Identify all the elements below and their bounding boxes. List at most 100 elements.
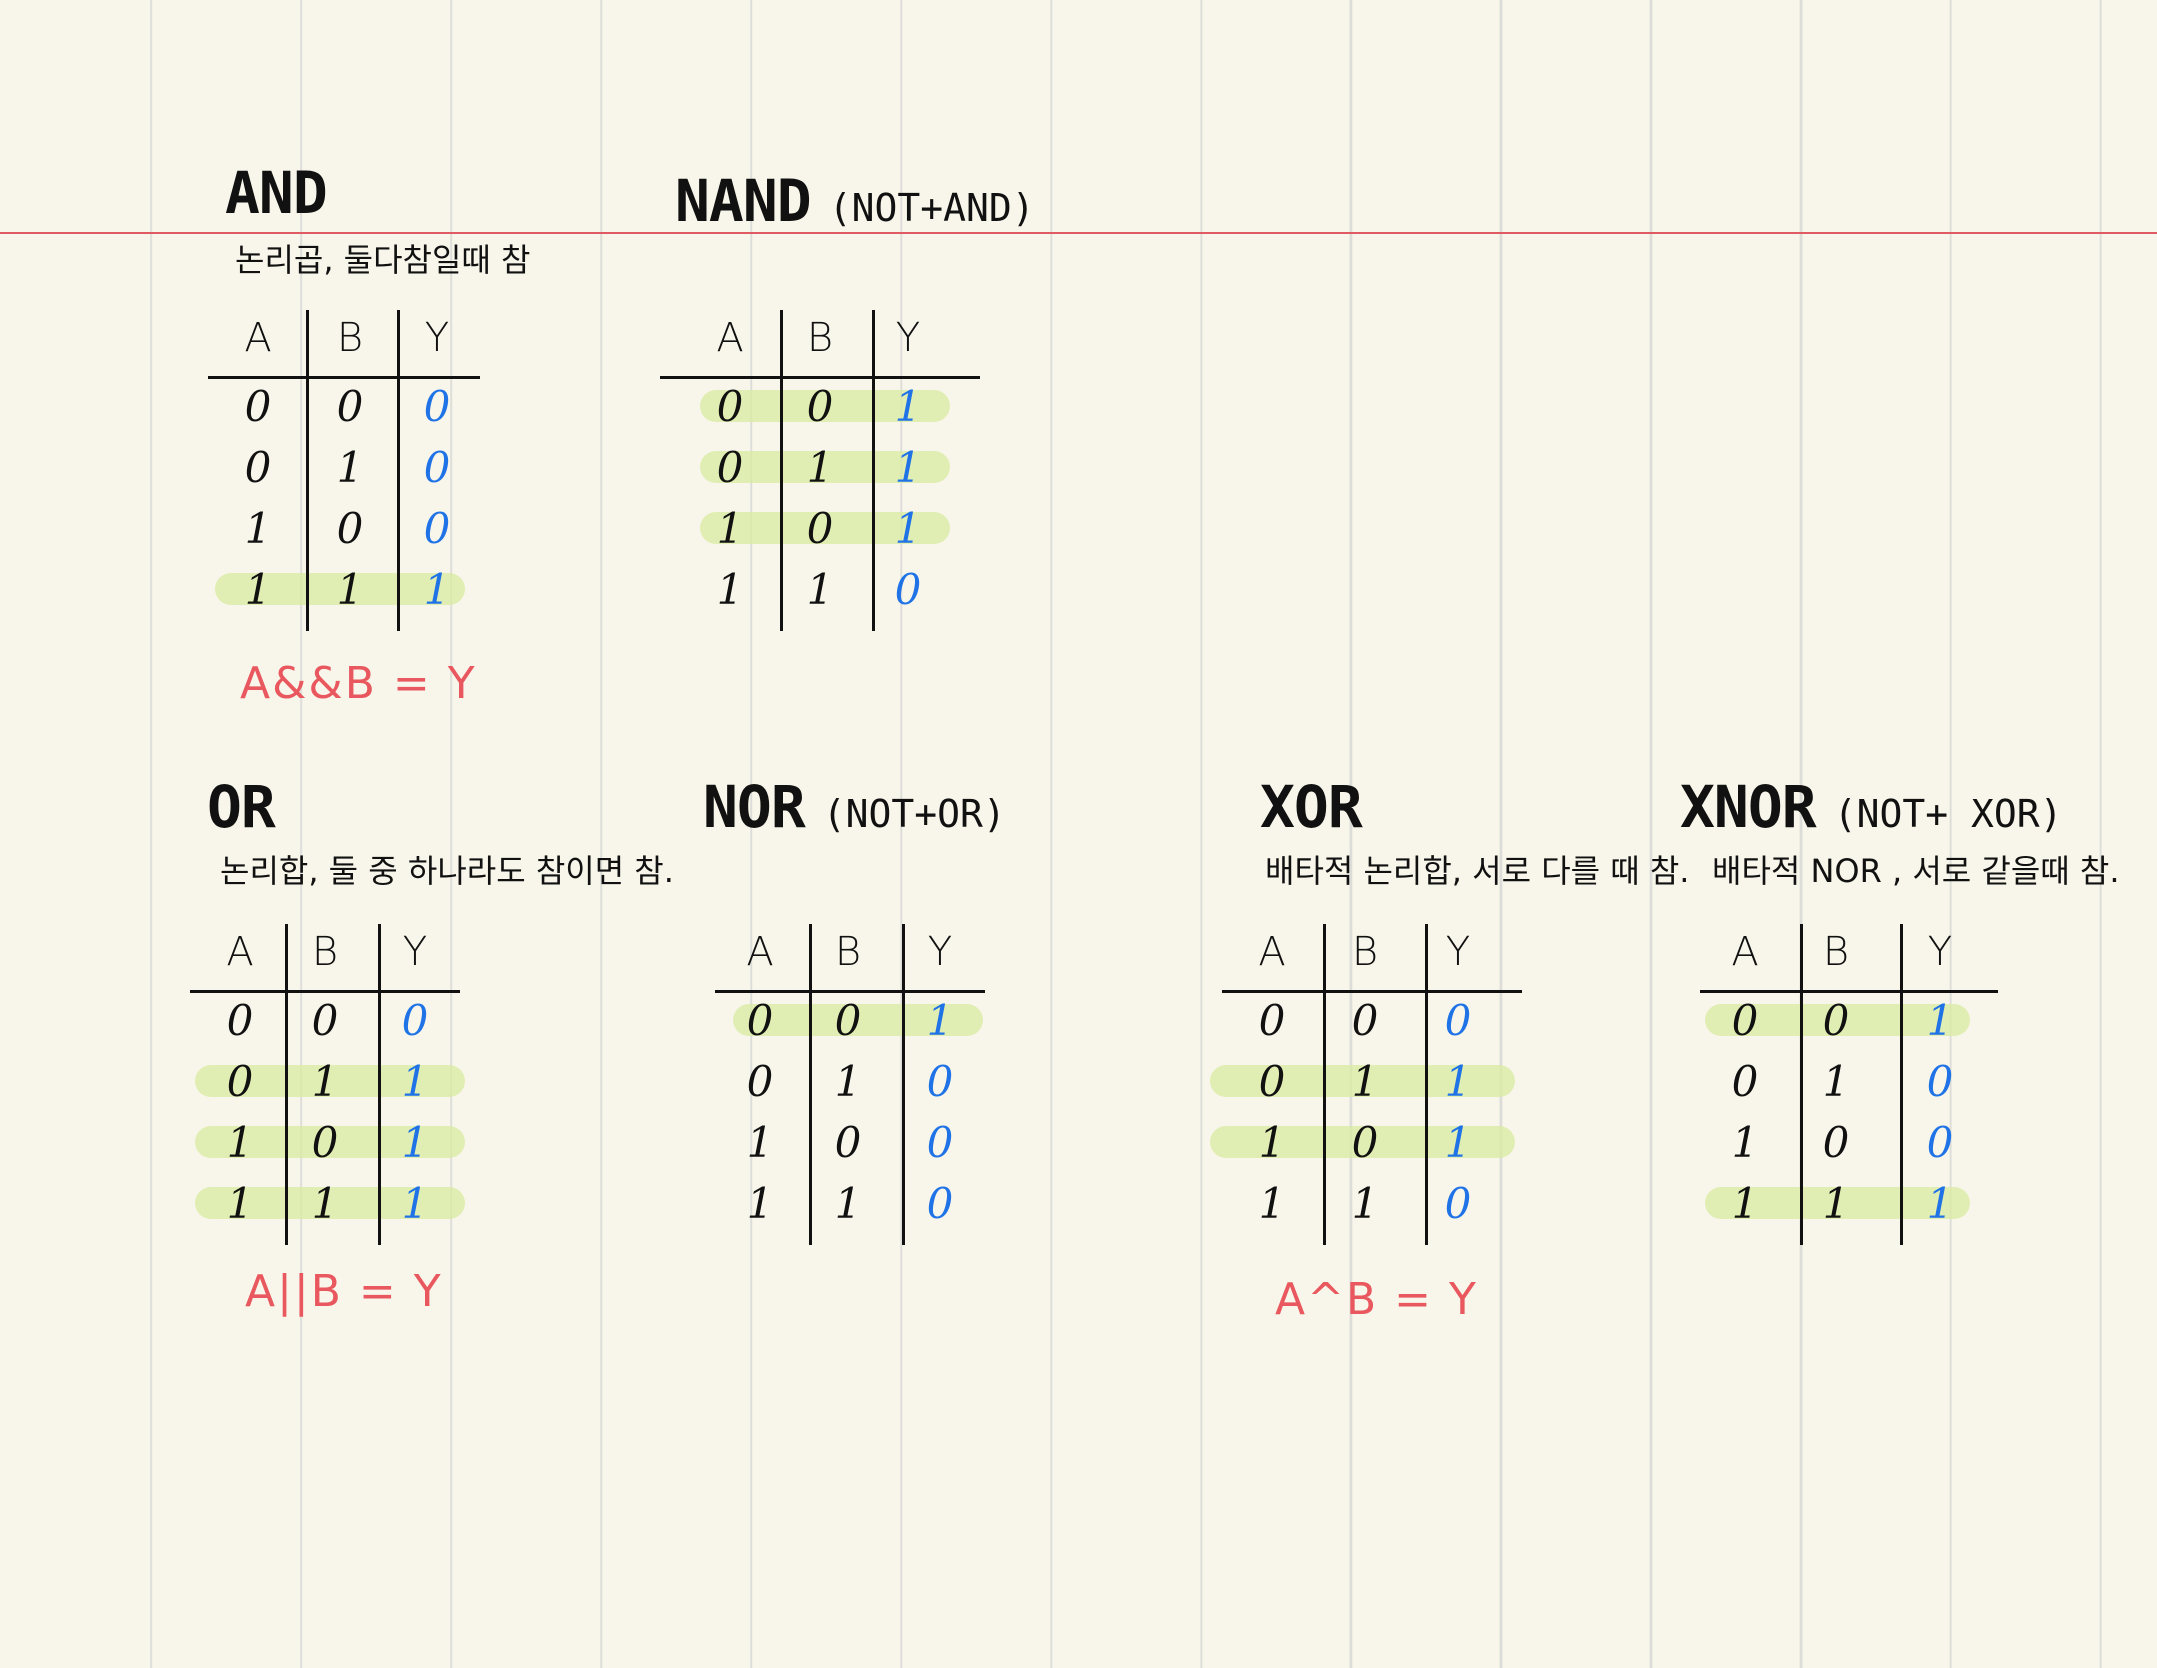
gate-title-text: NAND	[675, 167, 812, 235]
column-header-a: A	[1258, 929, 1286, 975]
output-value: 0	[1444, 996, 1472, 1045]
row-highlight	[700, 512, 950, 544]
input-value: 1	[1351, 1057, 1379, 1106]
output-value: 1	[1926, 996, 1954, 1045]
column-header-y: Y	[1445, 929, 1471, 975]
gate-formula: A^B = Y	[1275, 1274, 1478, 1325]
input-value: 0	[716, 443, 744, 492]
input-value: 0	[1351, 996, 1379, 1045]
output-value: 1	[401, 1118, 429, 1167]
input-value: 1	[1822, 1179, 1850, 1228]
input-value: 1	[716, 565, 744, 614]
output-value: 0	[926, 1057, 954, 1106]
column-header-b: B	[336, 315, 364, 361]
table-column-rule	[872, 310, 875, 631]
output-value: 0	[1926, 1057, 1954, 1106]
output-value: 0	[894, 565, 922, 614]
column-header-b: B	[311, 929, 339, 975]
input-value: 0	[336, 382, 364, 431]
input-value: 0	[226, 1057, 254, 1106]
input-value: 0	[311, 996, 339, 1045]
input-value: 1	[806, 565, 834, 614]
input-value: 1	[336, 443, 364, 492]
row-highlight	[700, 390, 950, 422]
output-value: 1	[894, 382, 922, 431]
gate-title: AND	[225, 164, 328, 222]
input-value: 0	[1258, 996, 1286, 1045]
input-value: 0	[746, 1057, 774, 1106]
row-highlight	[195, 1065, 465, 1097]
input-value: 0	[806, 382, 834, 431]
column-header-y: Y	[1927, 929, 1953, 975]
input-value: 1	[1731, 1179, 1759, 1228]
output-value: 0	[1926, 1118, 1954, 1167]
gate-description: 배타적 NOR , 서로 같을때 참.	[1712, 852, 2120, 890]
table-header-rule	[190, 990, 460, 993]
input-value: 1	[244, 565, 272, 614]
output-value: 1	[894, 504, 922, 553]
input-value: 1	[244, 504, 272, 553]
input-value: 1	[226, 1118, 254, 1167]
output-value: 1	[894, 443, 922, 492]
input-value: 1	[746, 1118, 774, 1167]
table-column-rule	[809, 924, 812, 1245]
column-header-y: Y	[402, 929, 428, 975]
input-value: 0	[1822, 996, 1850, 1045]
row-highlight	[733, 1004, 983, 1036]
table-column-rule	[397, 310, 400, 631]
input-value: 1	[1258, 1179, 1286, 1228]
output-value: 0	[423, 443, 451, 492]
column-header-y: Y	[895, 315, 921, 361]
column-header-b: B	[806, 315, 834, 361]
table-column-rule	[285, 924, 288, 1245]
table-column-rule	[378, 924, 381, 1245]
output-value: 1	[401, 1057, 429, 1106]
input-value: 0	[806, 504, 834, 553]
row-highlight	[195, 1126, 465, 1158]
input-value: 0	[834, 1118, 862, 1167]
row-highlight	[1210, 1065, 1515, 1097]
input-value: 1	[806, 443, 834, 492]
input-value: 0	[244, 443, 272, 492]
column-header-a: A	[226, 929, 254, 975]
input-value: 0	[1351, 1118, 1379, 1167]
row-highlight	[195, 1187, 465, 1219]
input-value: 0	[336, 504, 364, 553]
gate-description: 배타적 논리합, 서로 다를 때 참.	[1265, 852, 1690, 890]
column-header-y: Y	[927, 929, 953, 975]
gate-formula: A&&B = Y	[240, 658, 477, 709]
output-value: 1	[1926, 1179, 1954, 1228]
output-value: 0	[401, 996, 429, 1045]
gate-title: NAND(NOT+AND)	[675, 172, 1035, 230]
gate-title-text: NOR	[703, 773, 806, 841]
output-value: 1	[1444, 1118, 1472, 1167]
input-value: 0	[244, 382, 272, 431]
output-value: 0	[926, 1118, 954, 1167]
output-value: 1	[401, 1179, 429, 1228]
input-value: 1	[746, 1179, 774, 1228]
input-value: 0	[311, 1118, 339, 1167]
output-value: 0	[423, 504, 451, 553]
input-value: 1	[1258, 1118, 1286, 1167]
input-value: 1	[336, 565, 364, 614]
table-header-rule	[208, 376, 480, 379]
gate-title-text: AND	[225, 159, 328, 227]
input-value: 0	[226, 996, 254, 1045]
gate-description: 논리합, 둘 중 하나라도 참이면 참.	[220, 852, 674, 890]
gate-title-text: XNOR	[1680, 773, 1817, 841]
table-header-rule	[660, 376, 980, 379]
table-column-rule	[1900, 924, 1903, 1245]
output-value: 1	[423, 565, 451, 614]
input-value: 0	[1731, 996, 1759, 1045]
input-value: 1	[1822, 1057, 1850, 1106]
input-value: 0	[716, 382, 744, 431]
input-value: 0	[1731, 1057, 1759, 1106]
column-header-a: A	[1731, 929, 1759, 975]
gate-subtitle: (NOT+ XOR)	[1833, 792, 2063, 836]
output-value: 1	[1444, 1057, 1472, 1106]
input-value: 1	[834, 1179, 862, 1228]
table-column-rule	[780, 310, 783, 631]
margin-line	[0, 232, 2157, 234]
gate-subtitle: (NOT+AND)	[828, 186, 1035, 230]
output-value: 0	[423, 382, 451, 431]
